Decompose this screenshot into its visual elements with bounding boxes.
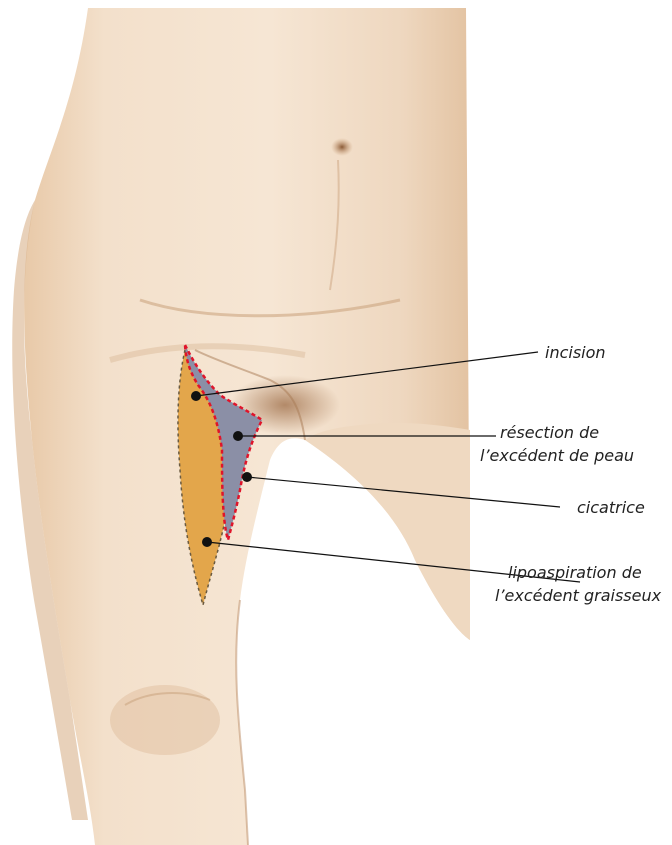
right-thigh [305, 423, 470, 640]
marker-lipo [202, 537, 212, 547]
navel [331, 138, 353, 156]
label-lipo-line1: lipoaspiration de [508, 563, 642, 582]
labels: incision résection de l’excédent de peau… [480, 343, 662, 605]
marker-cicatrice [242, 472, 252, 482]
label-incision: incision [545, 343, 606, 362]
label-cicatrice: cicatrice [577, 498, 645, 517]
marker-incision [191, 391, 201, 401]
label-lipo-line2: l’excédent graisseux [495, 586, 662, 605]
label-resection-line2: l’excédent de peau [480, 446, 634, 465]
label-resection-line1: résection de [500, 423, 599, 442]
knee-shadow [110, 685, 220, 755]
marker-resection [233, 431, 243, 441]
